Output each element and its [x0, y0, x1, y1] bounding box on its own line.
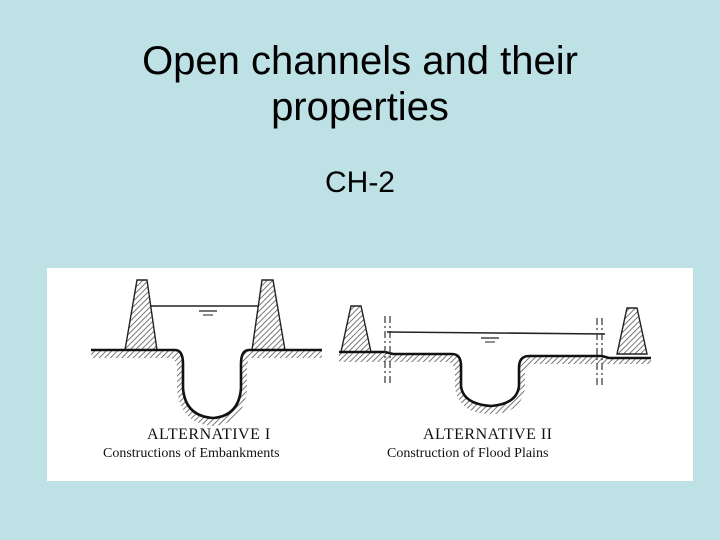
alt2-caption: Construction of Flood Plains — [387, 446, 548, 461]
alt1-ground-line — [91, 348, 322, 420]
channel-diagram-svg: ALTERNATIVE I Constructions of Embankmen… — [91, 279, 651, 461]
slide-title-line2: properties — [271, 85, 449, 129]
slide-subtitle: CH-2 — [324, 166, 395, 199]
slide-title: Open channels and their properties — [60, 38, 660, 130]
alt2-right-embankment — [616, 307, 648, 355]
alt1-left-embankment — [124, 279, 158, 351]
alt2-left-embankment — [340, 305, 372, 353]
alt2-water-surface — [386, 331, 606, 335]
slide-title-line1: Open channels and their — [142, 39, 578, 83]
alt1-caption: Constructions of Embankments — [103, 446, 280, 461]
alt2-ground-line — [339, 350, 651, 408]
channel-diagram-figure: ALTERNATIVE I Constructions of Embankmen… — [47, 268, 693, 481]
alt1-ground-hatch — [91, 350, 322, 426]
alt1-right-embankment — [251, 279, 286, 351]
alternative-1-drawing — [91, 279, 322, 426]
alternative-2-drawing — [339, 305, 651, 414]
alt1-label: ALTERNATIVE I — [147, 426, 271, 443]
alt2-label: ALTERNATIVE II — [423, 426, 553, 443]
